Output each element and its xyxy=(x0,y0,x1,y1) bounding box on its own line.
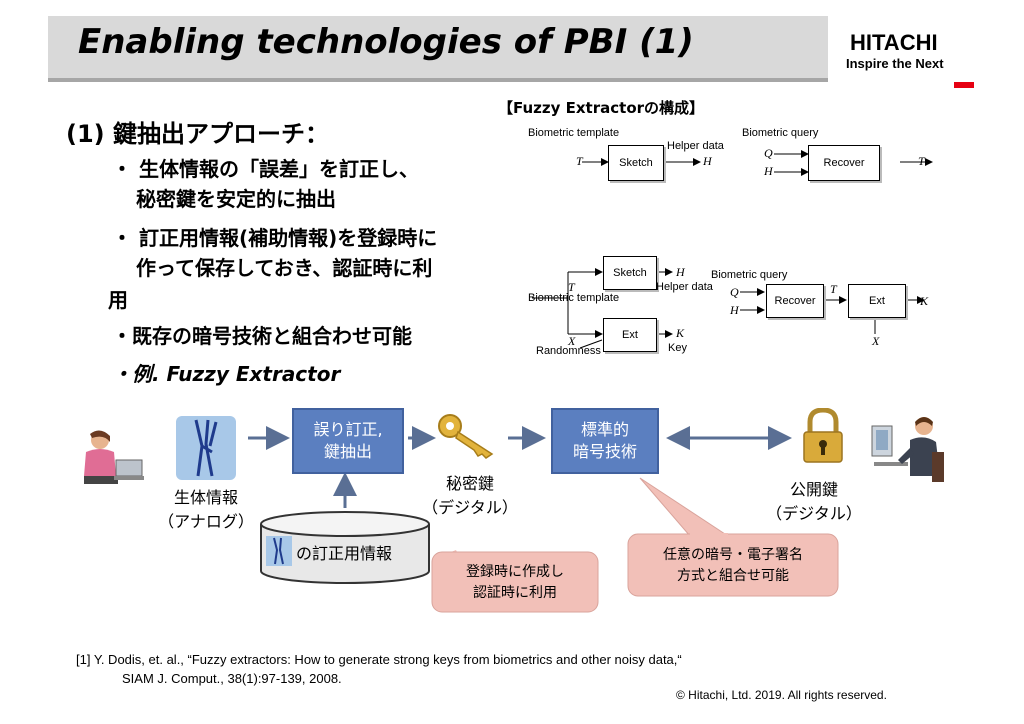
callout1-line1: 登録時に作成し xyxy=(466,564,564,580)
bottom-var-x: X xyxy=(568,334,576,348)
callout-registration: 登録時に作成し 認証時に利用 xyxy=(432,562,598,604)
public-key-label: 公開鍵 （デジタル） xyxy=(762,476,866,524)
bullet-2-cont: 作って保存しておき、認証時に利 xyxy=(136,256,433,280)
bottom-randomness-label: Randomness xyxy=(536,345,601,357)
bottom-var-t2: T xyxy=(830,282,837,296)
fuzzy-extractor-top-diagram xyxy=(582,150,933,176)
box2-line2: 暗号技術 xyxy=(572,442,637,461)
reference-line2: SIAM J. Comput., 38(1):97-139, 2008. xyxy=(122,671,342,686)
secret-key-line2: （デジタル） xyxy=(422,498,518,517)
biometric-info-label: 生体情報 （アナログ） xyxy=(156,484,256,532)
bottom-var-k: K xyxy=(676,326,685,340)
bottom-var-h2: H xyxy=(730,303,739,317)
bullet-2: ・ 訂正用情報(補助情報)を登録時に xyxy=(112,226,438,250)
callout2-line1: 任意の暗号・電子署名 xyxy=(663,547,803,563)
key-icon xyxy=(438,414,494,459)
fuzzy-extractor-bottom-diagram xyxy=(532,268,925,349)
bottom-biometric-query-label: Biometric query xyxy=(711,269,788,281)
top-sketch-box: Sketch xyxy=(608,145,664,181)
hitachi-logo: HITACHI xyxy=(850,30,938,55)
bottom-key-label: Key xyxy=(668,342,687,354)
top-helper-data-label: Helper data xyxy=(667,140,724,152)
box1-line1: 誤り訂正, xyxy=(313,420,383,439)
bullet-1: ・ 生体情報の「誤差」を訂正し、 xyxy=(112,157,419,181)
top-recover-box: Recover xyxy=(808,145,880,181)
user-at-laptop-icon xyxy=(84,430,144,484)
title-bar xyxy=(48,16,828,78)
public-key-line2: （デジタル） xyxy=(766,504,862,523)
top-var-t-out: T xyxy=(918,154,925,168)
section-heading: (1) 鍵抽出アプローチ： xyxy=(66,120,329,148)
top-biometric-template-label: Biometric template xyxy=(528,127,620,139)
error-correction-key-extraction-box: 誤り訂正, 鍵抽出 xyxy=(292,408,404,474)
reference-footnote: [1] Y. Dodis, et. al., “Fuzzy extractors… xyxy=(76,650,682,688)
bullet-1-cont: 秘密鍵を安定的に抽出 xyxy=(136,187,336,211)
bullet-4: ・例. Fuzzy Extractor xyxy=(112,362,341,386)
logo-tagline: Inspire the Next xyxy=(846,56,944,71)
helper-data-db-label: の訂正用情報 xyxy=(296,544,393,563)
logo-accent-bar xyxy=(954,82,974,88)
standard-crypto-box: 標準的 暗号技術 xyxy=(551,408,659,474)
box1-line2: 鍵抽出 xyxy=(323,442,372,461)
flow-diagram xyxy=(248,426,839,613)
secret-key-label: 秘密鍵 （デジタル） xyxy=(418,470,522,518)
title-underline xyxy=(48,78,828,82)
bottom-var-q: Q xyxy=(730,285,739,299)
biometric-info-line1: 生体情報 xyxy=(173,488,238,507)
top-var-h: H xyxy=(703,154,712,168)
slide-title: Enabling technologies of PBI (1) xyxy=(78,22,694,62)
bottom-biometric-template-label: Biometric template xyxy=(528,292,620,304)
bullet-2-cont2: 用 xyxy=(108,288,128,312)
figure-caption: 【Fuzzy Extractorの構成】 xyxy=(498,99,705,117)
secret-key-line1: 秘密鍵 xyxy=(445,474,494,493)
bottom-var-t: T xyxy=(568,280,575,294)
bottom-ext-box: Ext xyxy=(603,318,657,352)
bottom-ext2-box: Ext xyxy=(848,284,906,318)
callout-crypto: 任意の暗号・電子署名 方式と組合せ可能 xyxy=(628,545,838,587)
callout1-line2: 認証時に利用 xyxy=(473,585,557,601)
finger-vein-icon xyxy=(176,416,236,480)
bottom-var-h: H xyxy=(676,265,685,279)
box2-line1: 標準的 xyxy=(580,420,629,439)
top-var-q: Q xyxy=(764,146,773,160)
bullet-3: ・既存の暗号技術と組合わせ可能 xyxy=(112,324,412,348)
top-var-t: T xyxy=(576,154,583,168)
vein-thumbnail-icon xyxy=(266,536,292,566)
padlock-icon xyxy=(803,408,843,463)
public-key-line1: 公開鍵 xyxy=(789,480,838,499)
bottom-recover-box: Recover xyxy=(766,284,824,318)
bottom-sketch-box: Sketch xyxy=(603,256,657,290)
top-biometric-query-label: Biometric query xyxy=(742,127,819,139)
callout2-line2: 方式と組合せ可能 xyxy=(677,568,789,584)
reference-line1: [1] Y. Dodis, et. al., “Fuzzy extractors… xyxy=(76,652,682,667)
user-at-computer-icon xyxy=(871,417,944,482)
bottom-var-k2: K xyxy=(920,294,929,308)
bottom-helper-data-label: Helper data xyxy=(656,281,713,293)
top-var-h2: H xyxy=(764,164,773,178)
copyright: © Hitachi, Ltd. 2019. All rights reserve… xyxy=(676,688,887,702)
biometric-info-line2: （アナログ） xyxy=(158,512,254,531)
bottom-var-x2: X xyxy=(872,334,880,348)
